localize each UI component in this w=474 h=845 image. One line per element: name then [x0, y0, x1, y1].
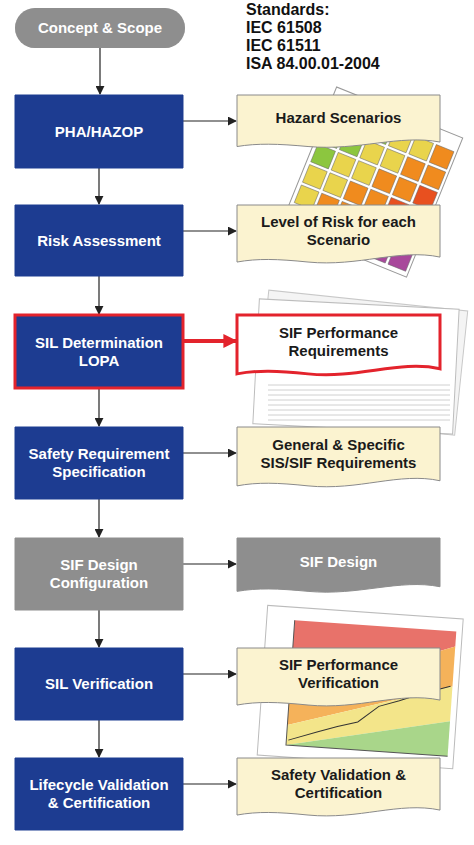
- node-text: Hazard Scenarios: [276, 109, 402, 127]
- node-text: Safety Validation & Certification: [247, 766, 430, 802]
- start-box: Concept & Scope: [15, 8, 185, 48]
- flow-arrow: [183, 339, 236, 343]
- flow-arrow: [183, 563, 236, 564]
- flow-arrow: [98, 388, 99, 426]
- node-text: Concept & Scope: [38, 19, 162, 37]
- flow-arrow: [183, 230, 236, 231]
- node-text: SIL Determination LOPA: [25, 334, 173, 370]
- process-box: PHA/HAZOP: [15, 95, 183, 168]
- flow-arrow: [183, 120, 236, 121]
- node-text: PHA/HAZOP: [55, 123, 143, 141]
- flow-arrow: [99, 48, 100, 94]
- document-shape: General & Specific SIS/SIF Requirements: [237, 427, 440, 491]
- flow-arrow: [98, 610, 99, 647]
- process-box: Risk Assessment: [15, 205, 183, 276]
- document-shape: Level of Risk for each Scenario: [237, 205, 440, 267]
- standard-label: ISA 84.00.01-2004: [246, 55, 380, 73]
- standard-label: IEC 61511: [246, 37, 380, 55]
- node-text: SIF Performance Verification: [247, 656, 430, 692]
- document-shape: SIF Performance Verification: [237, 648, 440, 710]
- flow-arrow: [98, 168, 99, 204]
- flow-arrow: [183, 783, 236, 784]
- node-text: Level of Risk for each Scenario: [247, 213, 430, 249]
- node-text: General & Specific SIS/SIF Requirements: [247, 436, 430, 472]
- document-shape: Hazard Scenarios: [237, 95, 440, 151]
- node-text: Lifecycle Validation & Certification: [25, 776, 173, 812]
- standard-label: Standards:: [246, 1, 380, 19]
- standards-list: Standards:IEC 61508IEC 61511ISA 84.00.01…: [246, 1, 380, 73]
- standard-label: IEC 61508: [246, 19, 380, 37]
- process-box: Lifecycle Validation & Certification: [15, 758, 183, 830]
- process-box: SIF Design Configuration: [15, 538, 183, 610]
- document-shape: SIF Design: [237, 538, 440, 596]
- process-box: Safety Requirement Specification: [15, 427, 183, 499]
- node-text: Safety Requirement Specification: [25, 445, 173, 481]
- node-text: SIL Verification: [45, 675, 153, 693]
- node-text: Risk Assessment: [37, 232, 161, 250]
- highlighted-process-box: SIL Determination LOPA: [15, 315, 183, 388]
- flow-arrow: [98, 720, 99, 757]
- node-text: SIF Design: [300, 553, 378, 571]
- node-text: SIF Design Configuration: [25, 556, 173, 592]
- flow-arrow: [183, 673, 236, 674]
- flow-arrow: [183, 452, 236, 453]
- highlighted-document-shape: SIF Performance Requirements: [237, 315, 440, 379]
- document-shape: Safety Validation & Certification: [237, 758, 440, 820]
- flow-arrow: [98, 276, 99, 314]
- process-box: SIL Verification: [15, 648, 183, 720]
- flow-arrow: [98, 499, 99, 537]
- node-text: SIF Performance Requirements: [247, 324, 430, 360]
